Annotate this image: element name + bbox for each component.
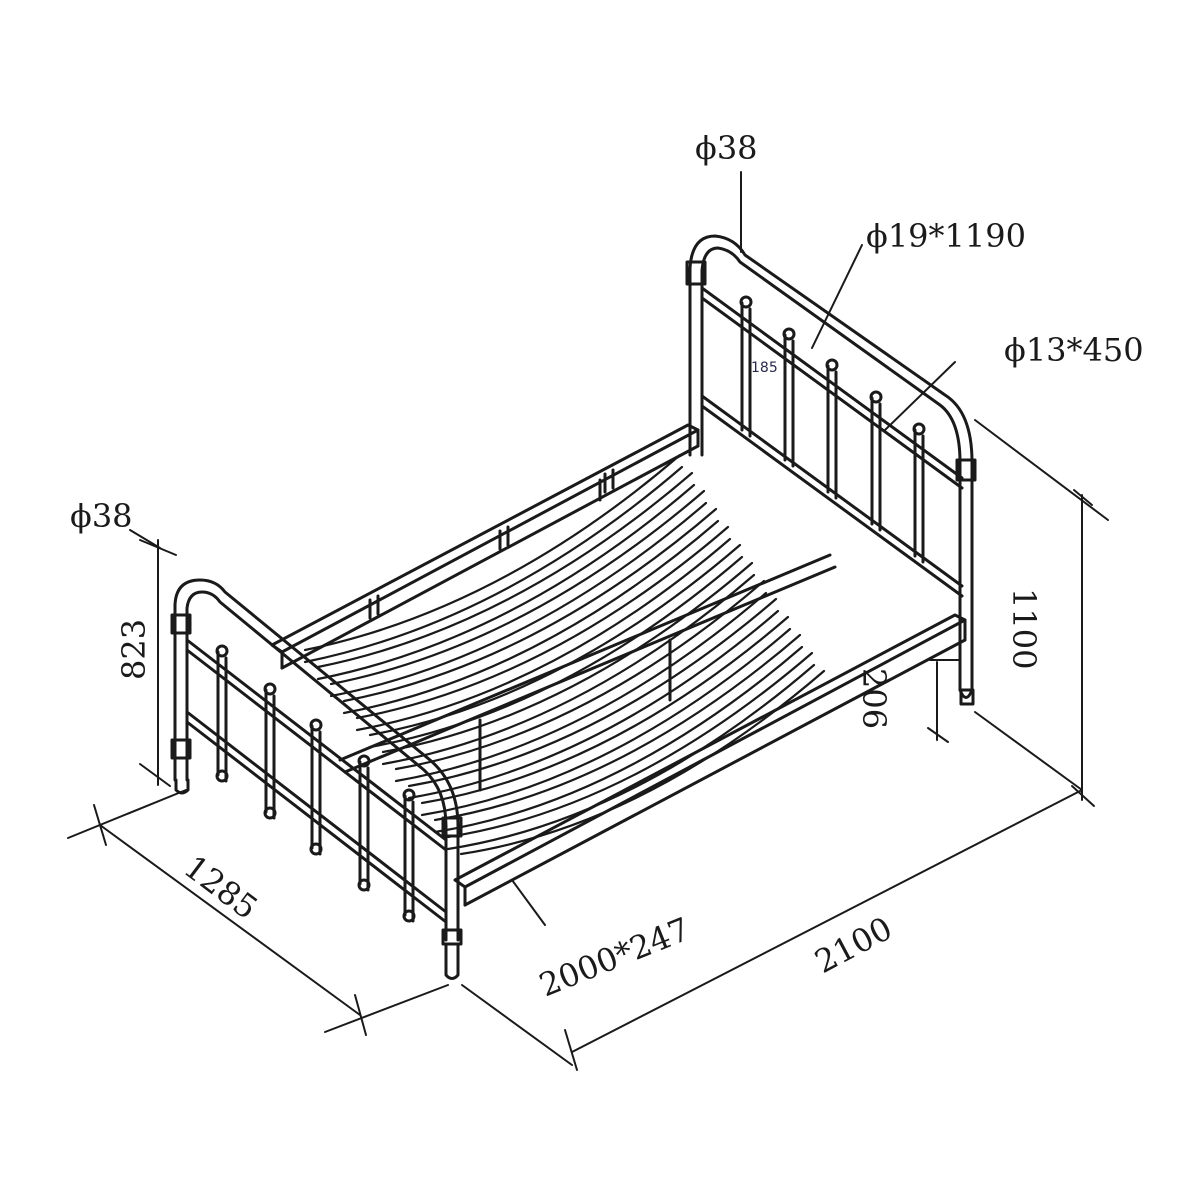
label-spindle-gap: 185	[751, 360, 778, 376]
label-foot-height: 823	[115, 618, 153, 680]
footboard	[170, 578, 463, 980]
headboard	[685, 234, 977, 706]
dim-foot-height	[139, 539, 177, 787]
label-foot-post-diameter: ϕ38	[70, 497, 133, 535]
slats	[303, 453, 826, 856]
leader-side-rail	[511, 879, 546, 926]
headboard-spindles	[739, 295, 926, 564]
dim-leg-height	[927, 659, 961, 743]
label-leg-height: 206	[855, 668, 893, 730]
leader-head-rail	[811, 244, 863, 349]
dim-head-height	[974, 419, 1109, 807]
leader-head-spindle	[884, 361, 956, 431]
label-head-height: 1100	[1005, 588, 1043, 670]
dim-width	[67, 789, 449, 1036]
footboard-spindles	[215, 644, 416, 923]
label-head-rail-spec: ϕ19*1190	[866, 217, 1026, 255]
label-head-spindle-spec: ϕ13*450	[1004, 331, 1144, 369]
center-support-rail	[338, 478, 837, 792]
dim-length	[461, 789, 1083, 1071]
label-head-post-diameter: ϕ38	[695, 129, 758, 167]
leader-foot-post	[129, 529, 161, 549]
right-side-rail	[453, 613, 967, 907]
